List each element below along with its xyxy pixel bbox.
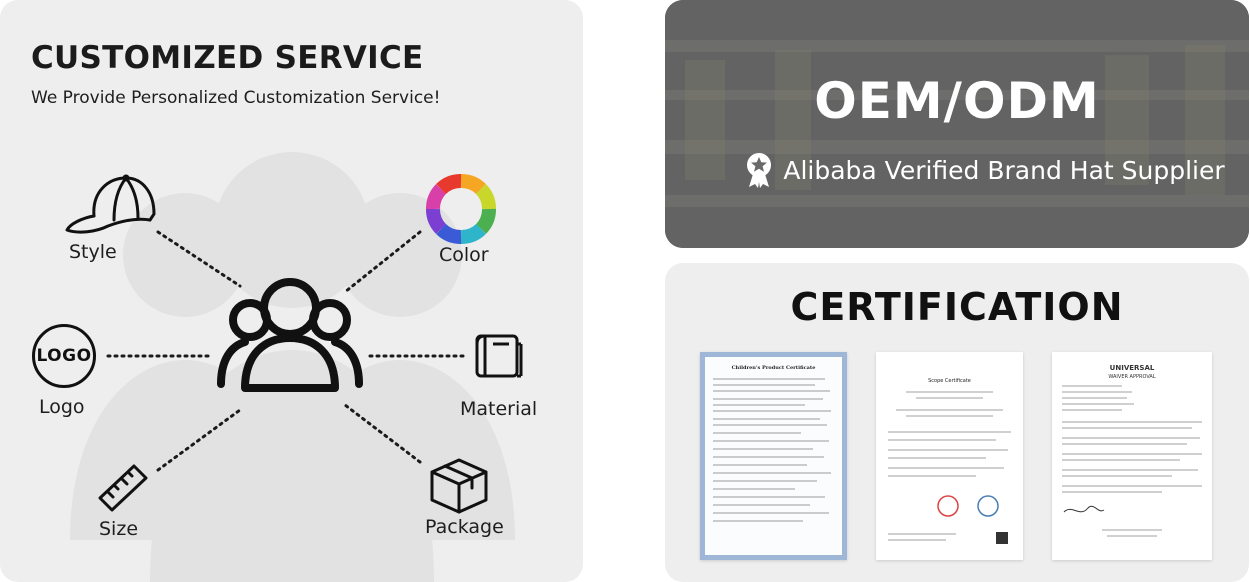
certificate-text-lines [1062, 385, 1202, 537]
people-icon [217, 278, 363, 392]
certificate-text-lines [888, 391, 1011, 544]
color-wheel-icon [426, 174, 496, 244]
logo-badge-text: LOGO [36, 346, 92, 366]
oem-banner: OEM/ODM Alibaba Verified Brand Hat Suppl… [665, 0, 1249, 248]
certificate-document: UNIVERSAL WAIVER APPROVAL [1052, 352, 1212, 560]
certificate-brand: UNIVERSAL [1109, 364, 1155, 372]
ruler-icon [98, 464, 148, 512]
option-logo-label: Logo [39, 396, 85, 418]
certificate-text-lines [713, 378, 831, 522]
option-size-label: Size [99, 518, 139, 540]
certificate-document: Children's Product Certificate [700, 352, 847, 560]
service-subtitle: We Provide Personalized Customization Se… [31, 88, 441, 108]
certificate-heading: Scope Certificate [928, 378, 971, 384]
certification-panel: CERTIFICATION Children's Product Certifi… [665, 263, 1249, 582]
certificate-heading: WAIVER APPROVAL [1108, 374, 1156, 380]
package-box-icon [430, 458, 488, 514]
certificate-heading: Children's Product Certificate [731, 365, 816, 371]
cap-icon [65, 174, 156, 234]
oem-title: OEM/ODM [814, 72, 1100, 130]
fabric-roll-icon [475, 334, 523, 378]
option-style-label: Style [69, 241, 117, 263]
service-title: CUSTOMIZED SERVICE [31, 40, 424, 76]
option-color-label: Color [439, 244, 489, 266]
option-package-label: Package [425, 516, 504, 538]
certification-title: CERTIFICATION [790, 285, 1124, 329]
background-people-graphic [70, 152, 515, 582]
factory-background-image [665, 0, 1249, 248]
verified-badge-icon [747, 153, 772, 188]
oem-subtitle-row: Alibaba Verified Brand Hat Supplier [735, 150, 1235, 190]
certificate-document: Scope Certificate [876, 352, 1023, 560]
logo-icon: LOGO [32, 324, 96, 388]
oem-subtitle: Alibaba Verified Brand Hat Supplier [783, 155, 1225, 185]
customized-service-panel: CUSTOMIZED SERVICE We Provide Personaliz… [0, 0, 583, 582]
option-material-label: Material [460, 398, 538, 420]
connector-lines [106, 230, 470, 472]
